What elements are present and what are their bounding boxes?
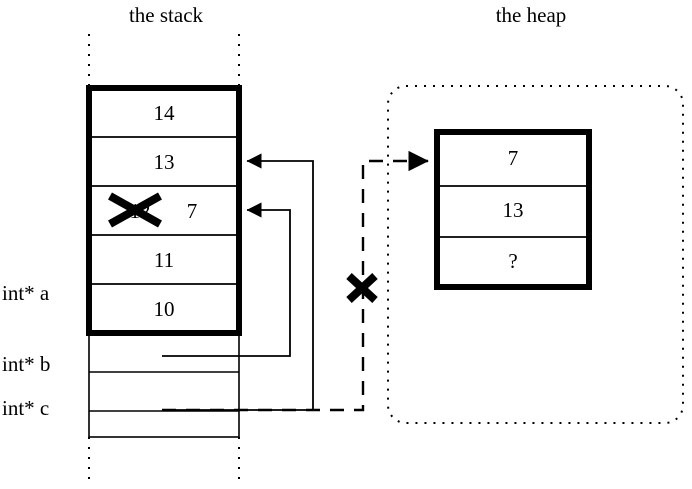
heap-title: the heap [495, 3, 567, 27]
heap-cell-value-1: 13 [502, 198, 524, 222]
stack-cell-annotation-2: 7 [186, 199, 198, 223]
heap-block-frame [434, 129, 592, 290]
stack-cell-value-3: 11 [153, 248, 175, 272]
stack-title: the stack [128, 3, 204, 27]
stack-value-cells-frame [86, 85, 242, 336]
heap-region-boundary [387, 85, 684, 424]
struck-value-x-mark [108, 192, 162, 228]
stack-cell-value-2: 12 [129, 199, 151, 223]
pointer-b-to-stack-cell-12 [162, 202, 291, 357]
stack-cell-value-4: 10 [153, 297, 175, 321]
pointer-c-to-stack-cell-13 [162, 153, 314, 411]
stack-cell-value-0: 14 [153, 101, 175, 125]
stack-cell-value-1: 13 [153, 150, 175, 174]
heap-cell-value-2: ? [508, 249, 518, 273]
heap-cell-value-0: 7 [507, 146, 519, 170]
invalid-pointer-x-mark [346, 273, 378, 303]
stack-variable-label-b: int* b [2, 352, 51, 376]
stack-variable-cells-frame [88, 332, 240, 438]
stack-variable-label-c: int* c [2, 396, 50, 420]
stack-variable-label-a: int* a [2, 281, 50, 305]
